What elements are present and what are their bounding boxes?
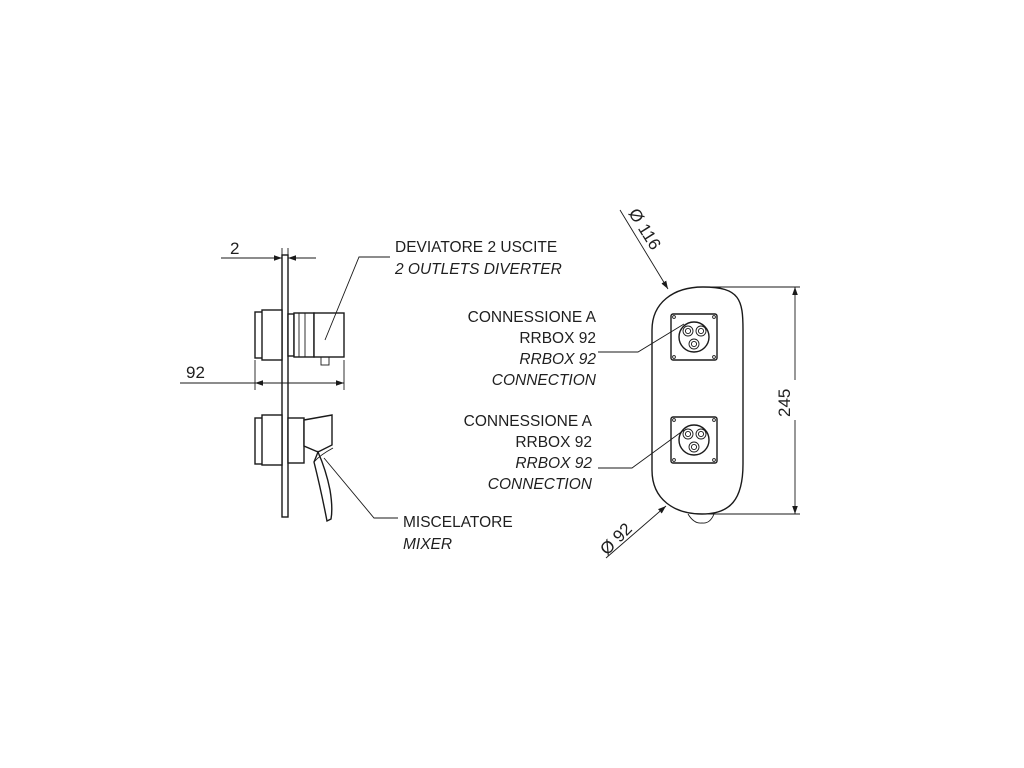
label-mixer-en: MIXER <box>403 536 452 553</box>
leader-diverter <box>324 256 390 341</box>
label-connection-top-2: RRBOX 92 <box>519 351 596 368</box>
connection-top <box>670 313 718 361</box>
connection-bottom <box>670 416 718 464</box>
label-connection-bottom-0: CONNESSIONE A <box>464 413 593 430</box>
mixer-side <box>254 414 334 523</box>
leader-connection-top <box>598 323 685 353</box>
dim-label-92: 92 <box>186 363 205 382</box>
side-view: 2 92 DEVIATORE 2 USCITE 2 OUTLETS DIVERT… <box>180 239 562 553</box>
label-connection-bottom-2: RRBOX 92 <box>515 455 592 472</box>
bottom-knob <box>687 513 715 524</box>
leader-mixer <box>323 457 398 519</box>
leader-connection-bottom <box>598 429 685 469</box>
front-view: CONNESSIONE A RRBOX 92 RRBOX 92 CONNECTI… <box>464 205 800 559</box>
dim-label-top-diameter: Ø 116 <box>625 205 665 253</box>
label-diverter-it: DEVIATORE 2 USCITE <box>395 239 557 256</box>
dim-label-bottom-diameter: Ø 92 <box>596 519 635 558</box>
label-connection-bottom-1: RRBOX 92 <box>515 434 592 451</box>
dim-label-245: 245 <box>775 389 794 417</box>
label-connection-top-1: RRBOX 92 <box>519 330 596 347</box>
label-connection-top-3: CONNECTION <box>492 372 597 389</box>
dim-label-2: 2 <box>230 239 239 258</box>
dim-depth: 92 <box>180 360 345 390</box>
dim-wall-thickness: 2 <box>221 239 316 268</box>
dim-plate-height: 245 <box>703 286 800 515</box>
label-diverter-en: 2 OUTLETS DIVERTER <box>394 261 562 278</box>
label-connection-bottom-3: CONNECTION <box>488 476 593 493</box>
dim-bottom-diameter: Ø 92 <box>596 505 667 559</box>
label-mixer-it: MISCELATORE <box>403 514 513 531</box>
wall-line <box>281 254 289 518</box>
dim-top-diameter: Ø 116 <box>619 205 669 290</box>
diverter-side <box>254 309 345 366</box>
label-connection-top-0: CONNESSIONE A <box>468 309 597 326</box>
